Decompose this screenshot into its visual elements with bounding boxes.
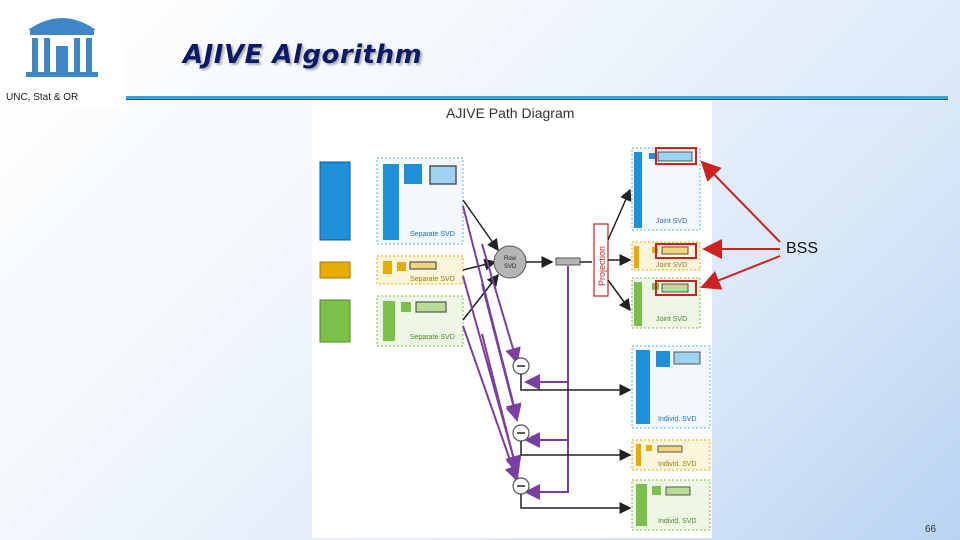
separate-svd-panel-2-u — [383, 261, 392, 274]
arrow-to-joint-3 — [607, 279, 631, 312]
separate-svd-panel-3-v — [415, 301, 447, 313]
separate-svd-label-2: Separate SVD — [410, 276, 455, 283]
individ-svd-label-3: Individ. SVD — [658, 518, 697, 525]
org-label: UNC, Stat & OR — [6, 92, 79, 103]
individ-svd-panel-3-u — [636, 484, 647, 526]
joint-svd-panel-1 — [631, 147, 701, 231]
unc-old-well-logo — [26, 18, 98, 77]
separate-svd-panel-3-d — [401, 302, 411, 312]
joint-svd-panel-1-v — [657, 151, 693, 162]
bss-arrow-3 — [700, 255, 781, 290]
bss-box-1 — [655, 147, 697, 165]
projection-label: Projection — [597, 246, 607, 286]
ajive-path-diagram: AJIVE Path Diagram Separate SVD Separate… — [319, 105, 711, 531]
arrow-to-row-svd-3 — [462, 273, 499, 321]
title-rule — [126, 96, 948, 100]
arrow-to-individ-3 — [520, 494, 632, 514]
bss-box-2 — [655, 243, 697, 259]
separate-svd-panel-1-u — [383, 164, 399, 240]
joint-svd-panel-2-u — [634, 246, 639, 268]
arrow-to-individ-1 — [520, 374, 632, 396]
separate-svd-panel-2-v — [409, 261, 437, 270]
page-number: 66 — [925, 524, 937, 535]
individ-svd-panel-3-v — [665, 486, 691, 496]
purple-path-6 — [481, 333, 522, 474]
purple-path-3 — [462, 325, 520, 482]
separate-svd-label-3: Separate SVD — [410, 334, 455, 341]
logo-area: UNC, Stat & OR — [0, 0, 126, 106]
individ-svd-panel-2-u — [636, 444, 641, 466]
diagram-title: AJIVE Path Diagram — [446, 105, 574, 121]
row-svd-label-line-2: SVD — [504, 264, 517, 270]
individ-svd-panel-1-v — [673, 351, 701, 365]
individ-svd-panel-1-d — [656, 351, 670, 367]
diagram-panel: AJIVE Path Diagram Separate SVD Separate… — [312, 100, 712, 538]
individ-svd-panel-2 — [631, 439, 711, 471]
individ-svd-panel-3-d — [652, 486, 661, 495]
arrow-to-row-svd-1 — [462, 199, 499, 252]
joint-svd-label-2: Joint SVD — [656, 262, 687, 269]
separate-svd-label-1: Separate SVD — [410, 231, 455, 238]
separate-svd-panel-2-d — [397, 262, 406, 271]
arrow-to-joint-1 — [607, 188, 632, 241]
row-svd-label-line-1: Row — [504, 256, 517, 262]
bss-arrow-1 — [700, 160, 781, 243]
separate-svd-panel-1-d — [404, 164, 422, 184]
joint-svd-panel-2-v — [661, 246, 689, 255]
purple-path-joint — [524, 266, 569, 500]
arrow-to-individ-2 — [520, 441, 632, 461]
joint-svd-panel-3-v — [661, 283, 689, 293]
individ-svd-label-1: Individ. SVD — [658, 416, 697, 423]
joint-svd-panel-1-u — [634, 152, 642, 228]
individ-svd-panel-2-v — [657, 445, 683, 453]
purple-path-4 — [481, 243, 521, 364]
individ-svd-panel-1-u — [636, 350, 650, 424]
row-svd-node — [493, 245, 527, 279]
data-block-2 — [319, 261, 351, 279]
bss-box-3 — [655, 280, 697, 296]
bss-label: BSS — [786, 240, 819, 257]
separate-svd-panel-1-v — [429, 165, 457, 185]
data-block-3 — [319, 299, 351, 343]
joint-svd-panel-1-d — [649, 153, 655, 159]
separate-svd-panel-3-u — [383, 301, 395, 341]
joint-svd-label-3: Joint SVD — [656, 316, 687, 323]
joint-svd-panel-3-u — [634, 282, 642, 326]
individ-svd-panel-2-d — [646, 445, 652, 451]
shared-loading — [555, 257, 581, 266]
slide-title: AJIVE Algorithm — [183, 40, 423, 70]
data-block-1 — [319, 161, 351, 241]
purple-path-5 — [481, 283, 522, 422]
joint-svd-label-1: Joint SVD — [656, 218, 687, 225]
individ-svd-label-2: Individ. SVD — [658, 461, 697, 468]
